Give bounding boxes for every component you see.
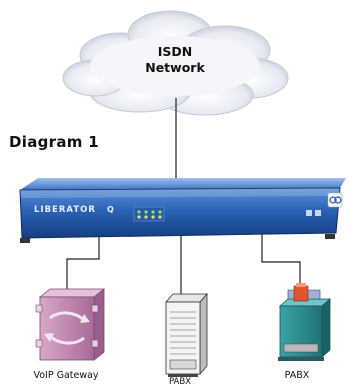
side-logo-icon — [327, 192, 343, 208]
voip-gateway-icon — [35, 288, 106, 361]
diagram-title: Diagram 1 — [9, 133, 99, 151]
status-leds — [133, 206, 165, 222]
device-to-voip-line — [66, 232, 100, 289]
voip-gateway-label: VoIP Gateway — [33, 370, 99, 381]
pabx-label-1: PABX — [168, 377, 192, 387]
front-ports — [306, 210, 321, 216]
device-to-pabx2-line — [261, 232, 301, 285]
connection-lines — [66, 98, 301, 296]
liberator-device: LIBERATOR Q — [19, 178, 346, 243]
cloud-label-line2: Network — [145, 60, 205, 75]
pabx-box-icon — [278, 283, 332, 361]
device-brand-text: LIBERATOR — [34, 205, 96, 215]
isdn-cloud — [62, 10, 289, 116]
pabx-tower-icon — [165, 292, 208, 377]
cloud-label: ISDN Network — [135, 44, 215, 76]
cloud-label-line1: ISDN — [157, 44, 193, 59]
pabx-label-2: PABX — [284, 370, 310, 381]
device-badge-text: Q — [107, 205, 114, 214]
